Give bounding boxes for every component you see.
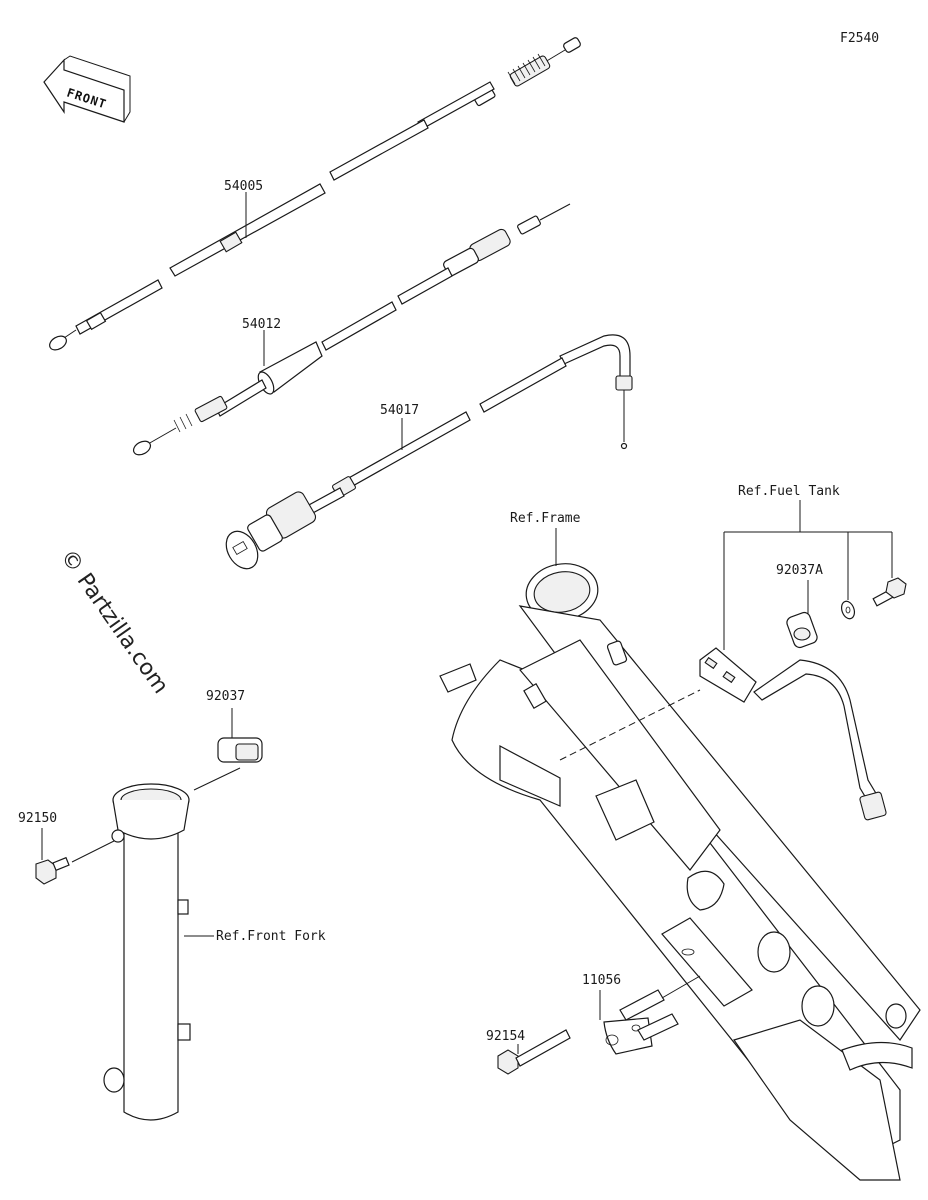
label-92154: 92154 xyxy=(486,1029,525,1044)
fuel-tank-strap xyxy=(559,500,893,821)
part-92150-bolt[interactable] xyxy=(35,828,117,885)
label-92037a: 92037A xyxy=(776,563,823,578)
label-ref-fuel-tank: Ref.Fuel Tank xyxy=(738,484,840,499)
front-arrow-icon: FRONT xyxy=(43,55,131,123)
part-54012-cable[interactable] xyxy=(131,203,571,458)
part-54005-cable[interactable] xyxy=(47,37,581,353)
part-92154-bolt[interactable] xyxy=(497,1029,571,1075)
part-92037-clamp[interactable] xyxy=(193,708,263,791)
part-92037a-clamp[interactable] xyxy=(785,580,818,649)
watermark: © Partzilla.com xyxy=(55,545,173,698)
part-54017-cable[interactable] xyxy=(220,334,633,574)
label-ref-front-fork: Ref.Front Fork xyxy=(216,929,326,944)
label-ref-frame: Ref.Frame xyxy=(510,511,581,526)
label-92037: 92037 xyxy=(206,689,245,704)
label-54005: 54005 xyxy=(224,179,263,194)
front-fork-tube xyxy=(103,783,214,1121)
tank-bolt[interactable] xyxy=(872,577,907,607)
frame-assembly xyxy=(439,528,921,1181)
label-92150: 92150 xyxy=(18,811,57,826)
washer[interactable] xyxy=(839,599,856,620)
label-54017: 54017 xyxy=(380,403,419,418)
diagram-code: F2540 xyxy=(840,31,879,46)
label-54012: 54012 xyxy=(242,317,281,332)
label-11056: 11056 xyxy=(582,973,621,988)
part-11056-bracket[interactable] xyxy=(599,975,701,1055)
